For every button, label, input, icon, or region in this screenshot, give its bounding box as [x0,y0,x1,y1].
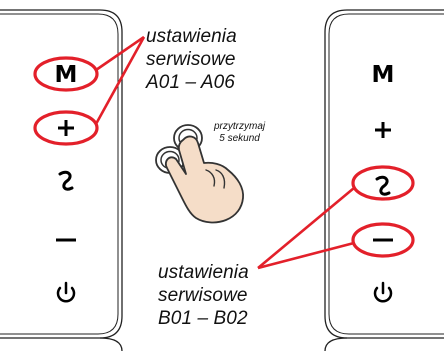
caption-bottom-line2: serwisowe [158,285,248,306]
highlight-right-fan [351,165,415,201]
right-m-button[interactable]: M [372,62,395,88]
right-power-button[interactable] [373,281,393,303]
plus-icon [58,120,74,136]
plus-icon [375,122,391,138]
caption-bottom-line3: B01 – B02 [158,308,248,329]
highlight-callouts [33,35,415,270]
left-fan-button[interactable] [58,170,74,191]
caption-bottom-line1: ustawienia [158,262,249,283]
fan-icon [58,170,74,191]
caption-top-line2: serwisowe [146,49,236,70]
right-m-label: M [372,62,395,88]
left-power-button[interactable] [56,281,76,303]
left-control-panel [0,9,123,351]
highlight-right-minus [351,222,415,258]
left-m-button[interactable]: M [55,62,78,88]
hold-note-line2: 5 sekund [219,133,260,144]
caption-top: ustawienia serwisowe A01 – A06 [146,25,237,94]
highlight-left-m [33,56,99,92]
right-fan-button[interactable] [375,175,391,196]
callout-line-m [95,35,145,72]
caption-top-line1: ustawienia [146,26,237,47]
right-control-panel [324,9,444,351]
hold-note: przytrzymaj 5 sekund [214,121,265,145]
power-icon [56,281,76,303]
left-m-label: M [55,62,78,88]
right-plus-button[interactable] [375,122,391,138]
caption-bottom: ustawienia serwisowe B01 – B02 [158,261,249,330]
callout-line-plus [94,36,146,125]
fan-icon [375,175,391,196]
callout-line-fan [257,187,355,269]
hold-note-line1: przytrzymaj [214,121,266,132]
highlight-left-plus [33,110,99,146]
callout-line-minus [257,241,355,270]
power-icon [373,281,393,303]
caption-top-line3: A01 – A06 [146,72,235,93]
left-plus-button[interactable] [58,120,74,136]
pressing-hand-icon [155,124,244,224]
